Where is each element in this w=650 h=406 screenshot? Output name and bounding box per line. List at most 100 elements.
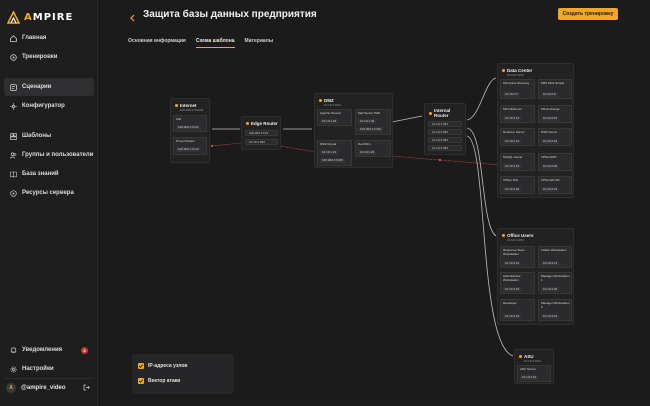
host-card[interactable]: Manager Workstation 2 10.10.4.16 — [538, 299, 572, 321]
host-ip: 10.10.4.13 — [541, 261, 560, 266]
host-ip: 10.10.1.20 — [358, 150, 377, 155]
node-edge-router[interactable]: Edge Router 100.200.174.9 10.10.1.254 — [241, 116, 281, 150]
node-internet[interactable]: Internet 100.200.174.0/24 Kali 100.200.1… — [170, 98, 210, 163]
host-card[interactable]: Developer 10.10.4.10 — [500, 299, 535, 321]
link-internal-office — [466, 127, 497, 237]
host-card[interactable]: MS Exchange 10.10.2.10 — [538, 105, 572, 123]
host-name: Administrator Workstation — [503, 274, 521, 282]
status-dot-icon — [319, 99, 322, 102]
host-card[interactable]: DevOldm 10.10.1.20 — [355, 140, 391, 157]
host-card[interactable]: ProxyChecker 100.200.174.12 — [173, 137, 207, 155]
create-training-button[interactable]: Создать тренировку — [558, 8, 618, 20]
host-card[interactable]: Manager Workstation 1 10.10.4.20 — [538, 272, 572, 294]
sidebar-item-label: Настройки — [22, 366, 54, 372]
node-title: Data Center — [507, 68, 533, 73]
sidebar-item-scenarios[interactable]: Сценарии — [4, 78, 94, 96]
host-card[interactable]: Response Team Workstation 10.10.4.12 — [500, 246, 535, 268]
node-title: Internal Router — [434, 108, 451, 118]
host-card[interactable]: MS FileServer 10.10.2.13 — [500, 105, 535, 123]
host-ip: 10.10.4.16 — [541, 314, 560, 319]
page-title: Защита базы данных предприятия — [143, 9, 317, 20]
node-title: Office Users — [507, 233, 534, 238]
node-subnet: 10.10.4.0/24 — [507, 238, 524, 242]
sidebar-item-server-resources[interactable]: Ресурсы сервера — [4, 184, 94, 202]
sidebar-item-label: База знаний — [22, 171, 59, 177]
notifications-badge: 8 — [81, 346, 88, 354]
status-dot-icon — [502, 234, 505, 237]
tab-materials[interactable]: Материалы — [244, 38, 274, 44]
toggle-ip-addresses[interactable]: IP-адреса узлов — [138, 363, 188, 369]
logout-icon[interactable] — [83, 384, 90, 393]
host-card[interactable]: Redmine Server 10.10.2.14 — [500, 128, 535, 146]
sidebar-item-training[interactable]: Тренировки — [4, 48, 94, 66]
sidebar-item-users[interactable]: Группы и пользователи — [4, 146, 94, 164]
host-card[interactable]: Apache Tomcat 10.10.1.24 — [317, 109, 352, 126]
host-ip: 10.10.2.16 — [541, 139, 560, 144]
server-icon — [10, 189, 17, 197]
host-ip: 10.10.2.13 — [503, 116, 522, 121]
users-icon — [10, 152, 17, 159]
node-internal-router[interactable]: Internal Router 10.10.1.254 10.10.2.254 … — [424, 103, 466, 155]
host-card[interactable]: Insider Workstation 10.10.4.13 — [538, 246, 572, 268]
host-card[interactable]: VPNet EPP 10.10.2.20 — [538, 153, 572, 171]
host-card[interactable]: VPNet TAG 10.10.2.22 — [500, 176, 535, 194]
node-subnet: 10.10.3.0/24 — [524, 359, 541, 363]
sidebar-item-configurator[interactable]: Конфигуратор — [4, 97, 94, 115]
host-ip: 10.10.2.19 — [503, 164, 522, 169]
host-name: Redmine Server — [503, 130, 525, 134]
host-ip: 10.10.4.15 — [503, 287, 522, 292]
host-name: Manager Workstation 2 — [541, 301, 570, 309]
host-ip: 100.200.174.12 — [176, 147, 201, 152]
host-card[interactable]: DSM Server 10.10.2.16 — [538, 128, 572, 146]
sidebar-item-home[interactable]: Главная — [4, 29, 94, 47]
host-card[interactable]: MS Active Directory 10.10.2.3 — [500, 79, 535, 99]
user-name: @ampire_video — [21, 385, 66, 391]
checkbox-checked-icon[interactable] — [138, 378, 144, 384]
node-office-users[interactable]: Office Users 10.10.4.0/24 Response Team … — [497, 228, 574, 325]
host-card[interactable]: VPNet ED SD 10.10.2.21 — [538, 176, 572, 194]
tab-main-info[interactable]: Основная информация — [128, 38, 186, 44]
sidebar-item-settings[interactable]: Настройки — [4, 360, 94, 378]
router-ip: 10.10.1.254 — [428, 121, 462, 127]
sidebar-item-label: Ресурсы сервера — [22, 190, 74, 196]
node-dmz[interactable]: DMZ 10.10.1.0/24 Apache Tomcat 10.10.1.2… — [314, 93, 393, 168]
nav-gap — [0, 116, 98, 126]
sidebar-item-knowledge-base[interactable]: База знаний — [4, 165, 94, 183]
sidebar-item-label: Главная — [22, 35, 47, 41]
node-title: Edge Router — [251, 121, 278, 126]
checkbox-checked-icon[interactable] — [138, 363, 144, 369]
host-card[interactable]: DBS Multi Simple 10.10.2.6 — [538, 79, 572, 99]
training-icon — [10, 53, 17, 61]
node-subnet: 10.10.1.0/24 — [324, 103, 341, 107]
sidebar-item-templates[interactable]: Шаблоны — [4, 127, 94, 145]
host-card[interactable]: Mail Server PHP 10.10.1.30 100.200.174.6… — [355, 109, 391, 135]
tab-template-scheme[interactable]: Схема шаблона — [195, 38, 235, 48]
node-data-center[interactable]: Data Center 10.10.2.0/24 MS Active Direc… — [497, 63, 574, 198]
host-card[interactable]: Kali 100.200.174.11 — [173, 115, 207, 132]
sidebar-item-label: Группы и пользователи — [22, 152, 94, 158]
sidebar-item-notifications[interactable]: Уведомления 8 — [4, 341, 94, 359]
avatar: A — [6, 383, 16, 393]
node-asu[interactable]: ASU 10.10.3.0/24 ASU Server 10.10.3.10 — [514, 349, 554, 384]
host-card[interactable]: ASU Server 10.10.3.10 — [517, 365, 551, 382]
host-card[interactable]: DMZ Drupal 10.10.1.21 100.200.174.80 — [317, 140, 352, 166]
host-name: Manager Workstation 1 — [541, 274, 570, 282]
host-ip: 10.10.2.14 — [503, 139, 522, 144]
router-ip: 10.10.2.254 — [428, 129, 462, 135]
host-ip: 10.10.2.20 — [541, 164, 560, 169]
host-name: DevOldm — [358, 142, 371, 146]
host-card[interactable]: Administrator Workstation 10.10.4.15 — [500, 272, 535, 294]
back-button[interactable] — [128, 10, 138, 22]
logo[interactable]: AMPIRE — [6, 10, 73, 24]
node-header: ASU 10.10.3.0/24 — [519, 354, 541, 363]
node-title: ASU — [524, 354, 534, 359]
toggle-attack-vector[interactable]: Вектор атаки — [138, 378, 180, 384]
host-ip: 10.10.4.12 — [503, 261, 522, 266]
user-profile[interactable]: A @ampire_video — [4, 381, 94, 395]
node-header: Office Users 10.10.4.0/24 — [502, 233, 534, 242]
host-card[interactable]: MySQL Server 10.10.2.19 — [500, 153, 535, 171]
sidebar-item-label: Тренировки — [22, 54, 58, 60]
host-name: MS Active Directory — [503, 81, 530, 85]
host-name: DSM Server — [541, 130, 558, 134]
bell-icon — [10, 347, 17, 354]
